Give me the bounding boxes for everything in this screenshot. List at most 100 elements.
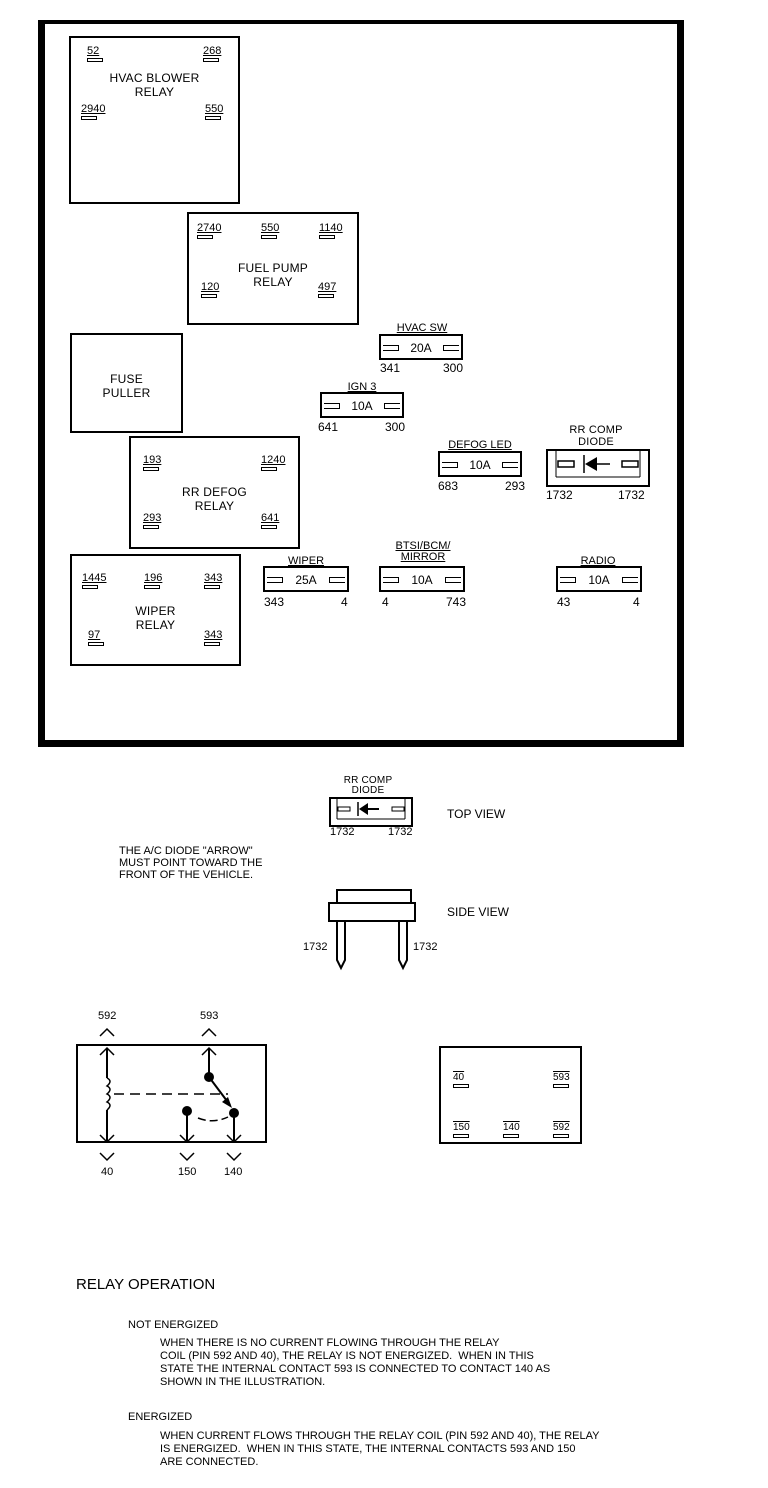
fuse-blade: [502, 462, 518, 468]
fuse-label: BTSI/BCM/ MIRROR: [395, 540, 451, 563]
diode-orientation-note: THE A/C DIODE "ARROW" MUST POINT TOWARD …: [119, 845, 263, 881]
fuse-pin: 300: [385, 420, 406, 434]
schematic-pin-label: 593: [200, 1010, 219, 1022]
relay-pin: 1445: [82, 572, 107, 589]
relay-label: FUEL PUMP RELAY: [237, 261, 309, 289]
fuse-blade: [442, 462, 458, 468]
fuse-pin: 4: [633, 595, 640, 609]
diode-symbol: [555, 451, 641, 478]
relay-pin: 196: [144, 572, 163, 589]
fuse-rating: 10A: [351, 399, 373, 413]
footprint-pin: 150: [453, 1122, 470, 1138]
relay-pin: 550: [261, 222, 280, 239]
fuse-blade: [443, 345, 459, 351]
fuse-label: WIPER: [287, 555, 325, 567]
relay-pin: 343: [204, 572, 223, 589]
not-energized-heading: NOT ENERGIZED: [128, 1319, 219, 1331]
fuse-pin: 641: [318, 420, 339, 434]
relay-schematic: [76, 1027, 267, 1162]
footprint-pin: 593: [553, 1072, 570, 1088]
fuse-blade: [383, 345, 399, 351]
fuse-blade: [622, 577, 638, 583]
not-energized-text: WHEN THERE IS NO CURRENT FLOWING THROUGH…: [160, 1337, 551, 1388]
diode-pin: 1732: [388, 826, 413, 838]
relay-operation-title: RELAY OPERATION: [76, 1276, 216, 1293]
side-view-label: SIDE VIEW: [447, 905, 510, 919]
fuse-rating: 10A: [469, 458, 491, 472]
relay-pin: 1240: [261, 454, 286, 471]
fuel-pump-relay: 2740 550 1140 FUEL PUMP RELAY 120 497: [187, 212, 359, 325]
fuse-btsi-bcm-mirror: 10A: [379, 566, 465, 592]
hvac-blower-relay: 52 268 HVAC BLOWER RELAY 2940 550: [69, 36, 240, 204]
fuse-radio: 10A: [556, 566, 642, 592]
diode-side-view: [328, 889, 416, 971]
footprint-pin: 592: [553, 1122, 570, 1138]
relay-pin: 293: [143, 512, 162, 529]
relay-pin: 343: [204, 629, 223, 646]
relay-pin: 2940: [81, 103, 106, 120]
fuse-ign-3: 10A: [320, 392, 404, 418]
wiper-relay: 1445 196 343 WIPER RELAY 97 343: [70, 554, 241, 666]
relay-pin: 1140: [319, 222, 343, 239]
schematic-pin-label: 140: [224, 1166, 243, 1178]
fuse-label: DEFOG LED: [448, 439, 512, 451]
fuse-block-panel: [38, 20, 684, 747]
diode-pin: 1732: [618, 488, 645, 502]
relay-pin: 193: [143, 454, 162, 471]
fuse-blade: [329, 577, 345, 583]
fuse-blade: [560, 577, 576, 583]
fuse-wiper: 25A: [263, 566, 349, 592]
diode-detail-label: RR COMP DIODE: [343, 775, 393, 796]
fuse-blade: [383, 577, 399, 583]
fuse-pin: 300: [443, 361, 464, 375]
relay-pin: 2740: [197, 222, 222, 239]
energized-text: WHEN CURRENT FLOWS THROUGH THE RELAY COI…: [160, 1430, 600, 1468]
schematic-pin-label: 150: [178, 1166, 197, 1178]
fuse-defog-led: 10A: [438, 451, 522, 477]
fuse-pin: 4: [382, 595, 389, 609]
footprint-pin: 40: [453, 1072, 470, 1088]
top-view-label: TOP VIEW: [447, 807, 506, 821]
fuse-label: IGN 3: [347, 381, 377, 393]
fuse-blade: [267, 577, 283, 583]
fuse-blade: [324, 403, 340, 409]
rr-defog-relay: 193 1240 RR DEFOG RELAY 293 641: [129, 436, 300, 549]
diode-label: RR COMP DIODE: [569, 424, 623, 448]
diode-leg-pin: 1732: [413, 941, 438, 953]
fuse-pin: 341: [380, 361, 401, 375]
relay-label: WIPER RELAY: [135, 604, 176, 632]
diode-pin: 1732: [330, 826, 355, 838]
schematic-pin-label: 592: [98, 1010, 117, 1022]
fuse-pin: 43: [557, 595, 571, 609]
relay-pin: 52: [87, 45, 104, 62]
fuse-pin: 683: [438, 479, 459, 493]
fuse-blade: [445, 577, 461, 583]
fuse-puller-label: FUSE PULLER: [102, 372, 151, 400]
relay-pin: 550: [205, 103, 224, 120]
energized-heading: ENERGIZED: [128, 1411, 193, 1423]
diode-leg-pin: 1732: [303, 941, 328, 953]
relay-pin: 120: [201, 281, 220, 298]
fuse-rating: 10A: [411, 573, 433, 587]
relay-label: RR DEFOG RELAY: [182, 485, 247, 513]
relay-pin: 497: [318, 281, 337, 298]
fuse-pin: 743: [446, 595, 467, 609]
footprint-pin: 140: [503, 1122, 520, 1138]
fuse-rating: 20A: [410, 341, 432, 355]
fuse-pin: 343: [264, 595, 285, 609]
schematic-pin-label: 40: [101, 1166, 114, 1178]
fuse-puller: FUSE PULLER: [70, 333, 183, 433]
diode-pin: 1732: [546, 488, 573, 502]
diode-symbol: [336, 799, 406, 820]
relay-pin: 268: [203, 45, 222, 62]
fuse-pin: 4: [341, 595, 348, 609]
diode-top-view: [329, 797, 413, 827]
fuse-hvac-sw: 20A: [379, 334, 463, 360]
fuse-pin: 293: [505, 479, 526, 493]
relay-footprint: 40 593 150 140 592: [439, 1046, 582, 1144]
fuse-label: HVAC SW: [396, 322, 448, 334]
rr-comp-diode: [546, 449, 650, 487]
relay-label: HVAC BLOWER RELAY: [109, 71, 200, 99]
fuse-blade: [384, 403, 400, 409]
relay-pin: 97: [88, 629, 105, 646]
